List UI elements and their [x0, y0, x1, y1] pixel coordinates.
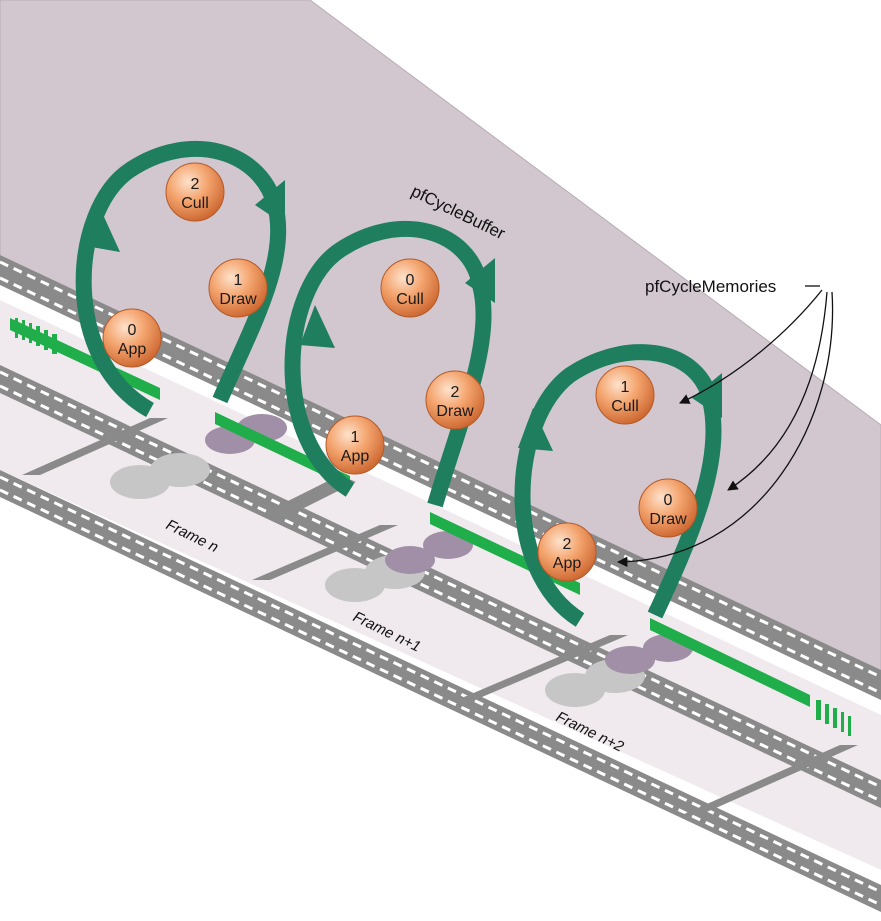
stage-name: Cull — [396, 291, 424, 308]
stage-name: Draw — [649, 511, 687, 528]
memories-pointer-arrows — [616, 285, 834, 568]
stage-buffer-index: 2 — [451, 384, 460, 401]
stage-shadows — [110, 414, 693, 707]
stage-ball-circle — [208, 258, 268, 318]
stage-name: App — [553, 555, 582, 572]
cycle-loop-3 — [514, 344, 722, 627]
stage-ball-circle — [425, 370, 485, 430]
stage-ball-circle — [165, 162, 225, 222]
stage-name: App — [341, 448, 370, 465]
loop-arrowheads — [80, 180, 722, 451]
stage-name: Cull — [611, 398, 639, 415]
middle-film-rail — [0, 365, 881, 808]
stage-buffer-index: 1 — [351, 429, 360, 446]
stage-name: Cull — [181, 195, 209, 212]
stage-name: Draw — [219, 291, 257, 308]
stage-ball-circle — [595, 365, 655, 425]
cycle-memories-label: pfCycleMemories — [645, 277, 776, 296]
stage-ball-circle — [638, 478, 698, 538]
stage-ball-circle — [380, 258, 440, 318]
stage-ball-circle — [325, 415, 385, 475]
lower-film-rail — [0, 470, 881, 912]
stage-name: App — [118, 341, 147, 358]
stage-buffer-index: 0 — [664, 492, 673, 509]
stage-buffer-index: 2 — [191, 176, 200, 193]
stage-buffer-index: 0 — [128, 322, 137, 339]
stage-buffer-index: 2 — [563, 536, 572, 553]
stage-buffer-index: 0 — [406, 272, 415, 289]
stage-ball-circle — [537, 522, 597, 582]
stage-name: Draw — [436, 403, 474, 420]
stage-buffer-index: 1 — [621, 379, 630, 396]
stage-ball-circle — [102, 308, 162, 368]
stage-buffer-index: 1 — [234, 272, 243, 289]
